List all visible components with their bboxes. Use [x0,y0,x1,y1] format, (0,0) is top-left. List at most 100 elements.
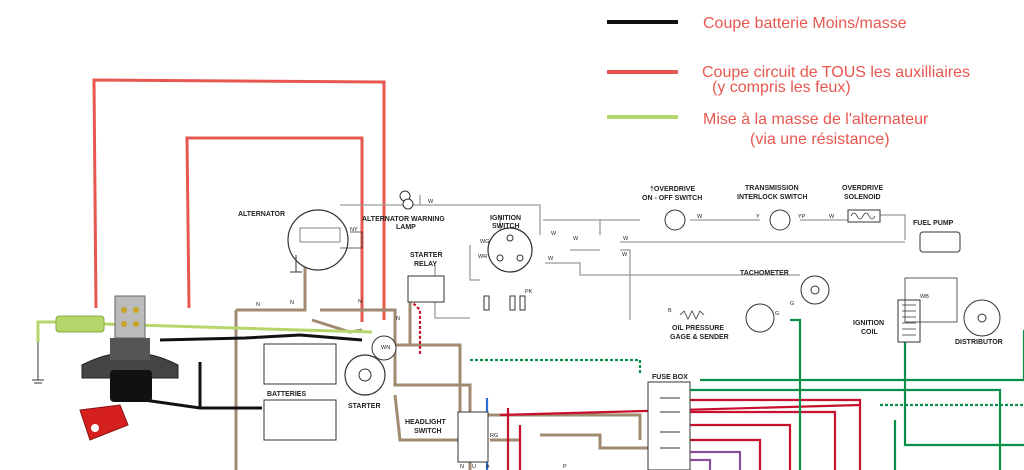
legend-text-3-sub: (via une résistance) [750,131,890,148]
wire-code: PK [525,289,533,295]
wire-code: W [697,214,703,220]
headlight-switch: HEADLIGHT SWITCH [405,411,489,463]
starter-label: STARTER [348,403,381,410]
wire-code: RG [490,433,498,439]
overdrive-switch: †OVERDRIVE ON - OFF SWITCH [642,186,702,231]
wire-code: N [460,464,464,470]
oil-pressure-label: OIL PRESSURE [672,325,724,332]
wire-code: B [668,308,672,314]
wire-code: WG [480,239,489,245]
wire-code: N [358,299,362,305]
overdrive-solenoid: OVERDRIVE SOLENOID [842,185,884,223]
tachometer-label: TACHOMETER [740,270,789,277]
alternator-body [287,209,349,271]
green-wires [36,320,373,342]
oil-pressure-label-2: GAGE & SENDER [670,334,729,341]
alt-warning-label-2: LAMP [396,224,416,231]
wire-code: U [472,464,476,470]
legend-text-3: Mise à la masse de l'alternateur [703,111,929,128]
distributor-body [963,299,1001,337]
starter-motor: STARTER [344,335,397,410]
wire-code: WB [920,294,929,300]
battery-1 [263,343,337,385]
wire-code: N [256,302,260,308]
transmission-label-2: INTERLOCK SWITCH [737,194,807,201]
terminal-2 [133,307,139,313]
red-loop-outer [92,78,386,320]
transmission-switch-body [769,209,791,231]
fuel-pump: FUEL PUMP [913,220,961,253]
starter-relay-label-2: RELAY [414,261,437,268]
batteries: BATTERIES [263,343,337,441]
tachometer-body [800,275,830,305]
wire-code: WR [478,254,487,260]
loom-wires [409,299,1024,470]
alternator-warning-lamp: ALTERNATOR WARNING LAMP [340,190,445,249]
overdrive-switch-body [664,209,686,231]
fuse-box-body [647,381,691,470]
fuel-pump-body [919,231,961,253]
starter-relay-label: STARTER [410,252,443,259]
wire-code: P [563,464,567,470]
fuse-box: FUSE BOX [647,374,691,470]
wire-code: N [396,316,400,322]
red-key [79,404,129,441]
wire-code: WN [381,345,390,351]
overdrive-solenoid-label: OVERDRIVE [842,185,884,192]
key-hole [91,424,99,432]
terminal-3 [121,321,127,327]
wire-code: W [428,199,434,205]
ignition-label-2: SWITCH [492,223,520,230]
ignition-coil-body [897,299,921,343]
legend: Coupe batterie Moins/masse Coupe circuit… [607,15,970,148]
wire-code: A [486,464,490,470]
ignition-label: IGNITION [490,215,521,222]
overdrive-switch-label: †OVERDRIVE [650,186,695,193]
wire-codes: W W W W W W W W N N N N NY WN WR WG WB G… [256,199,929,470]
red-overlay-loops [92,78,386,322]
distributor-label: DISTRIBUTOR [955,339,1003,346]
transmission-label: TRANSMISSION [745,185,799,192]
alternator: ALTERNATOR [238,209,349,273]
tachometer: TACHOMETER [740,270,830,305]
red-loop-inner [185,136,364,322]
wire-code: N [290,300,294,306]
ground-resistor [55,315,105,333]
battery-2 [263,399,337,441]
legend-text-2: Coupe circuit de TOUS les auxilliaires [702,64,970,81]
overdrive-switch-label-2: ON - OFF SWITCH [642,195,702,202]
headlight-switch-body [457,411,489,463]
switch-neck [110,338,150,360]
distributor: DISTRIBUTOR [955,299,1003,346]
fuel-pump-label: FUEL PUMP [913,220,954,227]
headlight-label-2: SWITCH [414,428,442,435]
solenoid-body [847,209,881,223]
wire-code: Y [756,214,760,220]
wire-code: W [622,252,628,258]
alt-warning-label: ALTERNATOR WARNING [362,216,445,223]
wire-code: W [548,256,554,262]
white-wires [340,195,906,320]
wire-code: W [573,236,579,242]
ignition-switch: IGNITION SWITCH [483,215,533,311]
wire-code: YP [798,214,806,220]
wire-code: NY [350,227,358,233]
ignition-coil-label: IGNITION [853,320,884,327]
batteries-label: BATTERIES [267,391,306,398]
switch-top-block [114,295,146,339]
terminal-1 [121,307,127,313]
oil-pressure-body [745,303,775,333]
starter-relay-body [407,275,445,303]
alternator-label: ALTERNATOR [238,211,285,218]
black-wires [129,333,363,410]
starter-relay: STARTER RELAY [407,252,445,303]
wire-code: W [551,231,557,237]
overdrive-solenoid-label-2: SOLENOID [844,194,881,201]
ignition-coil-label-2: COIL [861,329,878,336]
headlight-label: HEADLIGHT [405,419,447,426]
terminal-4 [133,321,139,327]
wire-code: G [790,301,794,307]
fuse-box-label: FUSE BOX [652,374,688,381]
